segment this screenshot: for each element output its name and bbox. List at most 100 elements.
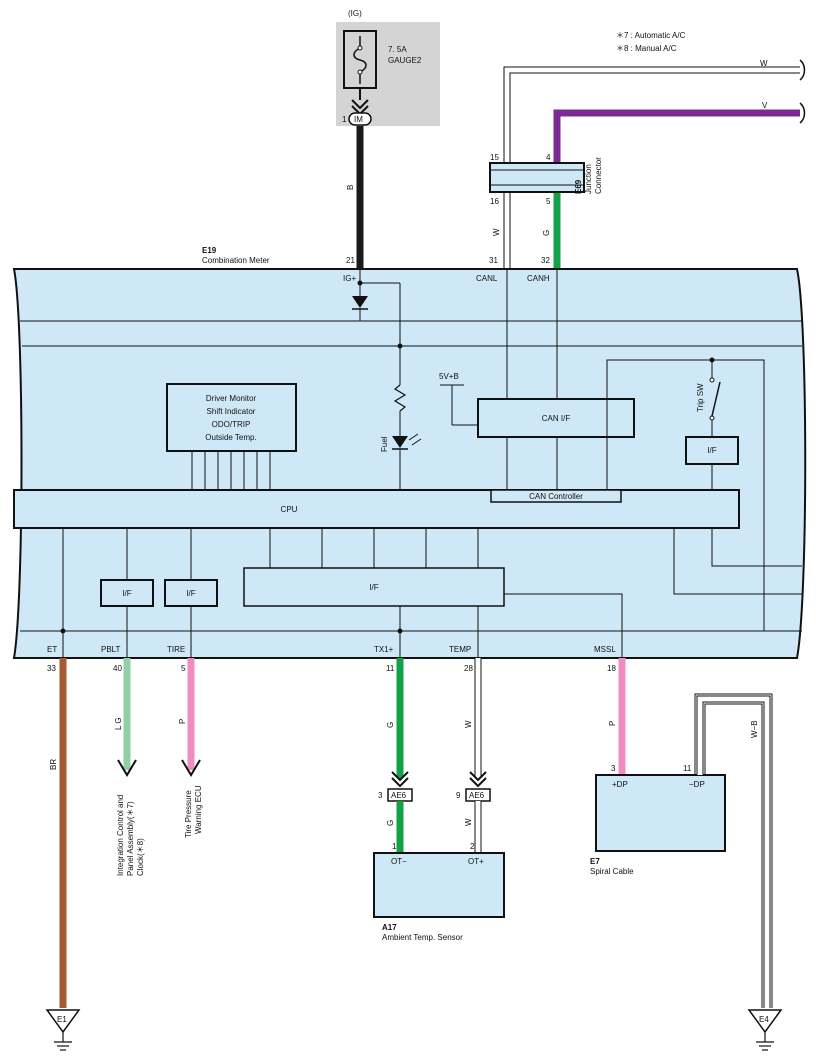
fuse-terminal-top — [357, 45, 363, 51]
ground-e4-label: E4 — [759, 1015, 769, 1024]
pin-33: 33 — [47, 664, 56, 673]
fuse-rating: 7. 5A — [388, 45, 407, 54]
meter-id: E19 — [202, 246, 217, 255]
spiral-pin-3: 3 — [611, 764, 616, 773]
spiral-cable — [595, 774, 726, 852]
arrow-tire-icon — [181, 759, 201, 777]
junction-connector-e69 — [489, 162, 585, 193]
spiral-lbl-pos: +DP — [612, 780, 628, 789]
note-manual-ac: ＊8 : Manual A/C — [616, 44, 677, 53]
ambient-temp-sensor — [373, 852, 505, 918]
pin-40: 40 — [113, 664, 122, 673]
ae6-pin-9: 9 — [456, 791, 461, 800]
pin-28: 28 — [464, 664, 473, 673]
meter-pin-31: 31 — [489, 256, 498, 265]
wire-code-g-sensor: G — [386, 820, 395, 826]
ground-e1-label: E1 — [57, 1015, 67, 1024]
arrow-pblt-icon — [117, 759, 137, 777]
dest-pblt-3: Clock(＊8) — [136, 838, 145, 876]
trip-if-label: I/F — [707, 446, 716, 455]
wire-code-v: V — [762, 101, 768, 110]
ae6-label-temp: AE6 — [469, 791, 485, 800]
wire-wb — [697, 696, 770, 1008]
wire-w-inner — [504, 67, 800, 269]
fuse-box — [336, 22, 440, 126]
ae6-pin-3: 3 — [378, 791, 383, 800]
meter-label-canl: CANL — [476, 274, 498, 283]
main-if-label: I/F — [369, 583, 378, 592]
meter-pin-32: 32 — [541, 256, 550, 265]
wire-code-b: B — [346, 185, 355, 190]
junction-pin-16: 16 — [490, 197, 499, 206]
trip-switch-icon — [711, 381, 721, 417]
terminal-tx1: TX1+ — [374, 645, 394, 654]
display-block — [166, 383, 297, 452]
sensor-lbl-neg: OT− — [391, 857, 407, 866]
terminal-mssl: MSSL — [594, 645, 616, 654]
wire-code-w-top: W — [760, 59, 768, 68]
break-mark-w — [799, 59, 806, 81]
meter-pin-21: 21 — [346, 256, 355, 265]
vref-label: 5V+B — [439, 372, 459, 381]
wire-code-w-temp: W — [464, 720, 473, 728]
pin-5: 5 — [181, 664, 186, 673]
pin-11: 11 — [386, 664, 395, 673]
tire-if-block — [164, 579, 218, 607]
wire-v — [553, 109, 800, 163]
sensor-pin-2: 2 — [470, 842, 475, 851]
fuel-led-icon — [392, 436, 408, 448]
fuel-label: Fuel — [380, 436, 389, 452]
spiral-name: Spiral Cable — [590, 867, 634, 876]
junction-id: E69 — [574, 179, 583, 194]
arrow-temp-icon — [469, 771, 487, 788]
pblt-if-block — [100, 579, 154, 607]
can-if-label: CAN I/F — [542, 414, 571, 423]
note-automatic-ac: ＊7 : Automatic A/C — [616, 31, 686, 40]
wire-code-p-mssl: P — [608, 721, 617, 726]
wire-code-w-canl: W — [492, 228, 501, 236]
wire-code-br: BR — [49, 759, 58, 770]
wire-code-p-tire: P — [178, 719, 187, 724]
terminal-et: ET — [47, 645, 57, 654]
ground-e1-icon — [45, 1009, 81, 1034]
sensor-name: Ambient Temp. Sensor — [382, 933, 463, 942]
display-line-1: Driver Monitor — [206, 394, 257, 403]
fuse-terminal-bottom — [357, 69, 363, 75]
fuse-supply-label: (IG) — [348, 9, 362, 18]
fuse-pin: 1 — [342, 115, 347, 124]
terminal-tire: TIRE — [167, 645, 185, 654]
sensor-pin-1: 1 — [392, 842, 397, 851]
wire-code-lg: L G — [114, 717, 123, 730]
display-line-4: Outside Temp. — [205, 433, 256, 442]
meter-label-canh: CANH — [527, 274, 550, 283]
tire-if-label: I/F — [186, 589, 195, 598]
spiral-id: E7 — [590, 857, 600, 866]
fuse-connector-label: IM — [354, 115, 363, 124]
trip-sw-label: Trip SW — [696, 383, 705, 412]
sensor-id: A17 — [382, 923, 397, 932]
junction-name-2: Connector — [594, 157, 603, 194]
display-bus — [191, 451, 271, 490]
spiral-lbl-neg: −DP — [689, 780, 705, 789]
meter-label-ig: IG+ — [343, 274, 356, 283]
terminal-temp: TEMP — [449, 645, 471, 654]
wire-code-g-canh: G — [542, 230, 551, 236]
dest-pblt-1: Integration Control and — [116, 795, 125, 876]
resistor-icon — [393, 384, 407, 412]
can-if-block — [477, 398, 635, 438]
junction-pin-5: 5 — [546, 197, 551, 206]
wire-code-g-tx: G — [386, 722, 395, 728]
break-mark-v — [799, 102, 806, 124]
junction-pin-15: 15 — [490, 153, 499, 162]
junction-pin-4: 4 — [546, 153, 551, 162]
spiral-pin-11: 11 — [683, 764, 692, 773]
dest-tire-1: Tire Pressure — [184, 790, 193, 838]
ae6-label-tx: AE6 — [391, 791, 407, 800]
terminal-pblt: PBLT — [101, 645, 121, 654]
meter-name: Combination Meter — [202, 256, 270, 265]
cpu-block — [13, 489, 740, 529]
pblt-if-label: I/F — [122, 589, 131, 598]
pin-18: 18 — [607, 664, 616, 673]
main-if-block — [243, 567, 505, 607]
